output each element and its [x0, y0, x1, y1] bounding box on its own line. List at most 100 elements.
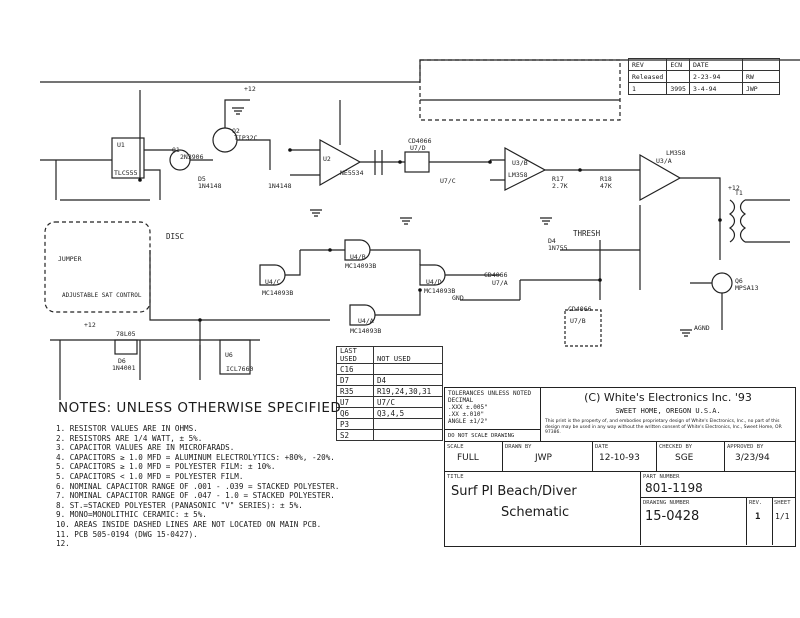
tolerance-xx: .XX ±.010" [448, 411, 485, 418]
used-cell [373, 363, 443, 375]
used-cell [373, 429, 443, 441]
scale-label: SCALE [447, 444, 464, 450]
supply-12-label-2: +12 [728, 184, 740, 192]
d5-label: D5 [198, 175, 206, 183]
note-item: 5. CAPACITORS < 1.0 MFD = POLYESTER FILM… [56, 471, 244, 481]
rev-row2-rev: 1 [627, 82, 668, 95]
thresh-label: THRESH [573, 229, 601, 238]
u2-part: NE5534 [340, 169, 364, 177]
u6-label: U6 [225, 351, 233, 359]
q1-label: Q1 [172, 146, 180, 154]
gnd-label: GND [452, 294, 464, 302]
note-item: 10. AREAS INSIDE DASHED LINES ARE NOT LO… [56, 519, 322, 529]
u4d-label: U4/D [426, 278, 442, 286]
u4b-label: U4/B [350, 253, 366, 261]
d3-part: 1N4148 [268, 182, 292, 190]
q2-part: TIP32C [234, 134, 258, 142]
drawn-value: JWP [535, 453, 552, 463]
title-label: TITLE [447, 474, 464, 480]
notes-section: NOTES: UNLESS OTHERWISE SPECIFIED 1. RES… [56, 400, 436, 549]
regulator-label: 78L05 [116, 330, 136, 338]
note-item: 2. RESISTORS ARE 1/4 WATT, ± 5%. [56, 433, 203, 443]
do-not-scale: DO NOT SCALE DRAWING [445, 430, 541, 442]
used-cell: R35 [336, 385, 374, 397]
u7d-label: U7/D [410, 144, 426, 152]
note-item: 8. ST.=STACKED POLYESTER (PANASONIC "V" … [56, 500, 303, 510]
q6-part: MPSA13 [735, 284, 759, 292]
q2-label: Q2 [232, 127, 240, 135]
notes-list: 1. RESISTOR VALUES ARE IN OHMS. 2. RESIS… [56, 424, 436, 549]
d4-label: D4 [548, 237, 556, 245]
scale-value: FULL [457, 453, 479, 463]
d4-part: 1N755 [548, 244, 568, 252]
part-label: PART NUMBER [643, 474, 680, 480]
r17-label: R17 [552, 175, 564, 183]
drawn-label: DRAWN BY [505, 444, 532, 450]
u1-label: U1 [117, 141, 125, 149]
sheet-cell: SHEET 1/1 [773, 498, 795, 545]
sheet-value: 1/1 [775, 512, 790, 521]
u4b-part: MC14093B [345, 262, 377, 270]
title-cell: TITLE Surf PI Beach/Diver Schematic [445, 472, 641, 545]
u4a-label: U4/A [358, 317, 374, 325]
jumper-label: JUMPER [58, 255, 82, 263]
approved-cell: APPROVED BY 3/23/94 [725, 442, 795, 472]
r17-value: 2.7K [552, 182, 568, 190]
rev-label: REV. [749, 500, 763, 506]
used-cell: D7 [336, 374, 374, 386]
approved-label: APPROVED BY [727, 444, 764, 450]
checked-value: SGE [675, 453, 694, 463]
drawing-title: Surf PI Beach/Diver [451, 484, 577, 499]
q1-part: 2N3906 [180, 153, 204, 161]
u7b-part: CD4066 [568, 305, 592, 313]
company-name: (C) White's Electronics Inc. '93 [584, 391, 752, 404]
rev-row2-date: 3-4-94 [688, 82, 743, 95]
supply-12-label-3: +12 [84, 321, 96, 329]
ownership-notice: This print is the property of, and embod… [545, 419, 782, 435]
used-header-not: NOT USED [373, 346, 443, 364]
u3a-part: LM358 [666, 149, 686, 157]
rev-cell: REV. 1 [747, 498, 773, 545]
disc-label: DISC [166, 232, 185, 241]
u3b-label: U3/B [512, 159, 528, 167]
u4c-label: U4/C [265, 278, 281, 286]
d6-label: D6 [118, 357, 126, 365]
company-address: SWEET HOME, OREGON U.S.A. [615, 407, 721, 415]
note-item: 6. NOMINAL CAPACITOR RANGE OF .001 - .03… [56, 481, 340, 491]
decimal-label: DECIMAL [448, 397, 474, 404]
note-item: 3. CAPACITOR VALUES ARE IN MICROFARADS. [56, 443, 235, 453]
u7a-part: CD4066 [484, 271, 508, 279]
title-block: TOLERANCES UNLESS NOTED DECIMAL .XXX ±.0… [444, 387, 796, 547]
rev-value: 1 [755, 512, 761, 522]
t1-label: T1 [735, 189, 743, 197]
rev-row1-by: RW [741, 70, 780, 83]
drawing-number-label: DRAWING NUMBER [643, 500, 690, 506]
d5-part: 1N4148 [198, 182, 222, 190]
tolerance-label: TOLERANCES UNLESS NOTED [448, 390, 532, 397]
used-cell: C16 [336, 363, 374, 375]
u6-part: ICL7660 [226, 365, 254, 373]
rev-row1-rev: Released [627, 70, 668, 83]
u7c-label: U7/C [440, 177, 456, 185]
used-header-last: LAST USED [336, 346, 374, 364]
sheet-label: SHEET [774, 500, 791, 506]
revision-table: REV ECN DATE Released 2-23-94 RW 1 3995 … [627, 58, 780, 95]
drawing-number-cell: DRAWING NUMBER 15-0428 [641, 498, 747, 545]
agnd-label: AGND [694, 324, 710, 332]
sat-control-label: ADJUSTABLE SAT CONTROL [62, 292, 142, 299]
u7b-label: U7/B [570, 317, 586, 325]
part-cell: PART NUMBER 801-1198 [641, 472, 795, 498]
rev-row1-ecn [666, 70, 690, 83]
note-item: 12. [56, 539, 70, 549]
rev-row2-ecn: 3995 [666, 82, 690, 95]
r18-label: R18 [600, 175, 612, 183]
used-cell: R19,24,30,31 [373, 385, 443, 397]
rev-row1-date: 2-23-94 [688, 70, 743, 83]
supply-12-label: +12 [244, 85, 256, 93]
part-value: 801-1198 [645, 481, 703, 495]
u3-part: LM358 [508, 171, 528, 179]
u4a-part: MC14093B [350, 327, 382, 335]
date-label: DATE [595, 444, 609, 450]
note-item: 7. NOMINAL CAPACITOR RANGE OF .047 - 1.0… [56, 491, 335, 501]
checked-label: CHECKED BY [659, 444, 693, 450]
